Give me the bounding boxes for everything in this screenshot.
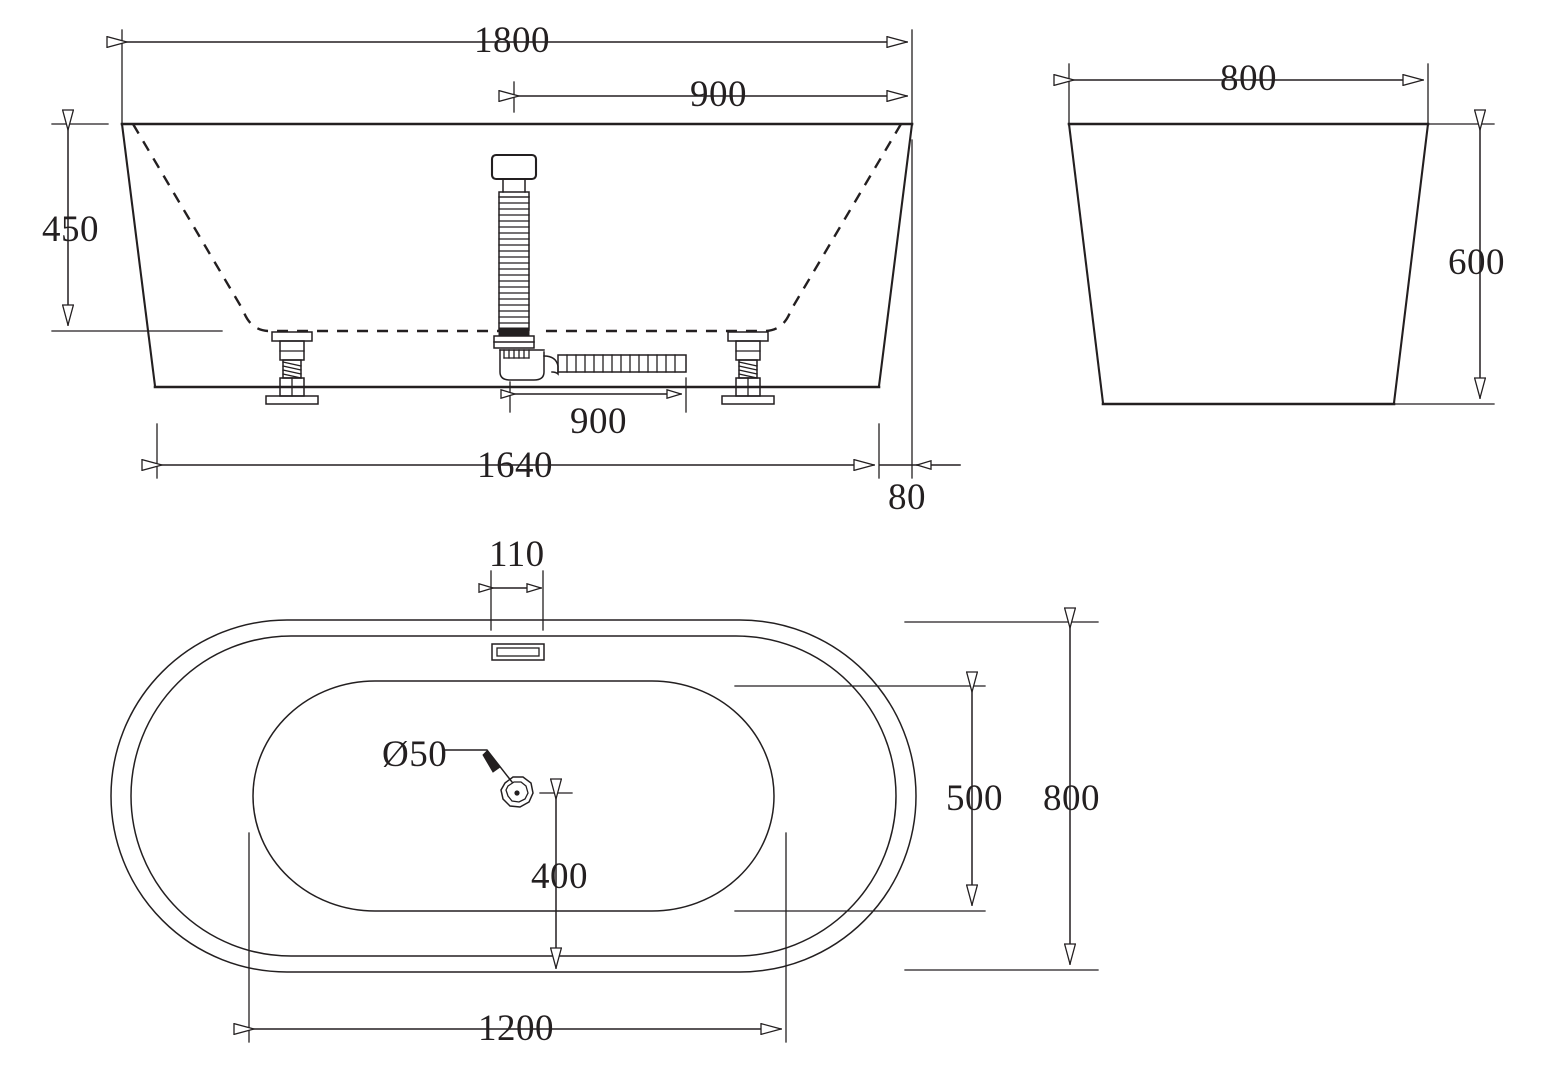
dim-label-800-side: 800 (1220, 58, 1277, 99)
drain-symbol (500, 776, 534, 808)
dim-label-450: 450 (42, 209, 99, 250)
side-elevation-view (1067, 63, 1495, 406)
front-elevation-view (51, 29, 961, 479)
drain-leader-line (444, 749, 514, 784)
dim-800-side (1069, 63, 1429, 126)
dim-400 (539, 793, 573, 968)
dim-label-900-bottom: 900 (570, 401, 627, 442)
dim-label-1200: 1200 (478, 1008, 554, 1049)
dim-600 (1387, 124, 1495, 405)
dim-110 (491, 570, 544, 631)
tub-inner-profile-hidden-right (540, 123, 903, 333)
dim-label-110: 110 (489, 534, 545, 575)
dim-1800 (122, 29, 913, 126)
dim-label-900-top: 900 (690, 74, 747, 115)
plan-bowl-opening (252, 680, 775, 912)
dim-label-600: 600 (1448, 242, 1505, 283)
dim-900-bottom (510, 377, 687, 413)
dim-450 (51, 124, 223, 332)
dim-1200 (249, 832, 787, 1043)
dim-label-80: 80 (888, 477, 926, 518)
dim-label-800-plan: 800 (1043, 778, 1100, 819)
dim-label-400: 400 (531, 856, 588, 897)
overflow-tube-corrugation (498, 196, 530, 324)
overflow-cap (490, 153, 538, 181)
tub-left-wall (120, 122, 157, 388)
dim-500 (734, 686, 986, 912)
plan-outer-rim (110, 619, 917, 973)
support-foot-right (721, 331, 775, 405)
tub-right-wall (877, 122, 914, 388)
waste-elbow (543, 355, 559, 376)
waste-pipe-corrugation (566, 354, 676, 373)
support-foot-left (265, 331, 319, 405)
dim-1640 (157, 423, 880, 479)
drain-trap (499, 349, 545, 381)
dim-label-500: 500 (946, 778, 1003, 819)
dim-80 (879, 139, 961, 479)
side-right-wall (1392, 122, 1430, 405)
tub-inner-profile-hidden (131, 123, 505, 333)
plan-view (110, 570, 1099, 1043)
overflow-slot (491, 643, 545, 661)
waste-pipe (557, 354, 687, 373)
dim-label-diameter-50: Ø50 (382, 734, 448, 775)
side-left-wall (1067, 122, 1105, 405)
drain-assembly (490, 153, 687, 381)
dim-900-top (514, 81, 907, 113)
overflow-tube (498, 191, 530, 331)
plan-inner-rim (130, 635, 897, 957)
dim-label-1640: 1640 (477, 445, 553, 486)
dim-800-plan (904, 622, 1099, 971)
dim-label-1800: 1800 (474, 20, 550, 61)
